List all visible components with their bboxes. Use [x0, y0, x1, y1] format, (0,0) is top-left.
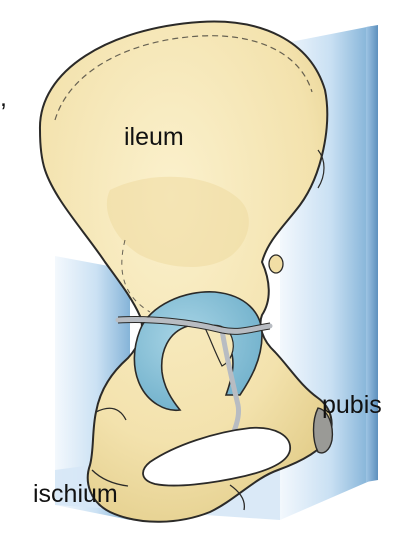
label-ileum: ileum — [124, 125, 184, 150]
label-pubis: pubis — [322, 393, 382, 418]
edge-text-fragment: , — [0, 86, 7, 111]
label-ischium: ischium — [33, 482, 118, 507]
